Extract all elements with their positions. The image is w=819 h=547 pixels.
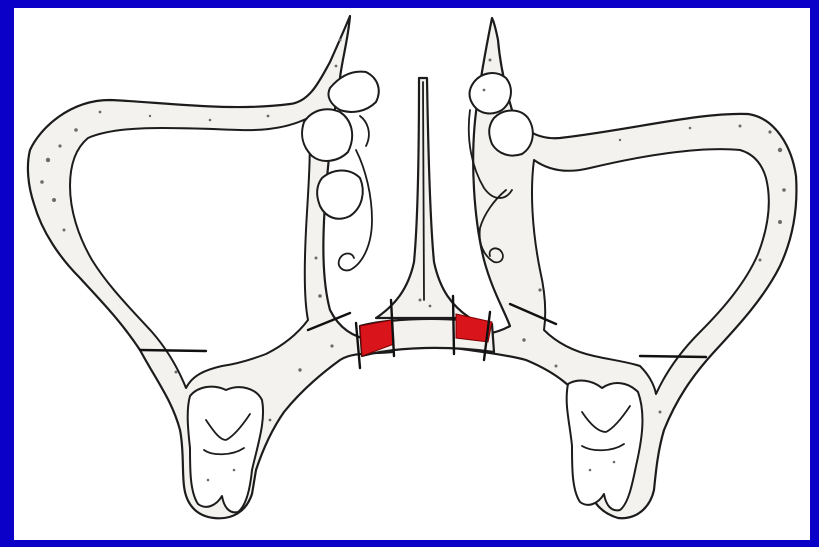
right-ethmoid-cell-upper: [470, 73, 511, 113]
left-turbinate-stalk: [360, 116, 369, 146]
left-lateral-cut-line: [140, 350, 206, 351]
maxilla-diagram: [14, 8, 810, 540]
right-lateral-cut-line: [640, 356, 706, 357]
septum-center-line: [423, 82, 424, 300]
midline-structures: [356, 78, 494, 368]
illustration-panel: [14, 8, 810, 540]
left-ethmoid-cell-middle: [302, 109, 352, 161]
left-maxillary-sinus: [70, 118, 310, 388]
right-inner-osteotomy-tick: [453, 296, 454, 354]
right-maxilla: [456, 18, 796, 518]
left-ethmoid-cell-lower: [317, 171, 363, 219]
left-maxilla: [28, 16, 392, 518]
right-ethmoid-cell-middle: [489, 111, 533, 156]
right-molar-tooth: [567, 381, 643, 511]
